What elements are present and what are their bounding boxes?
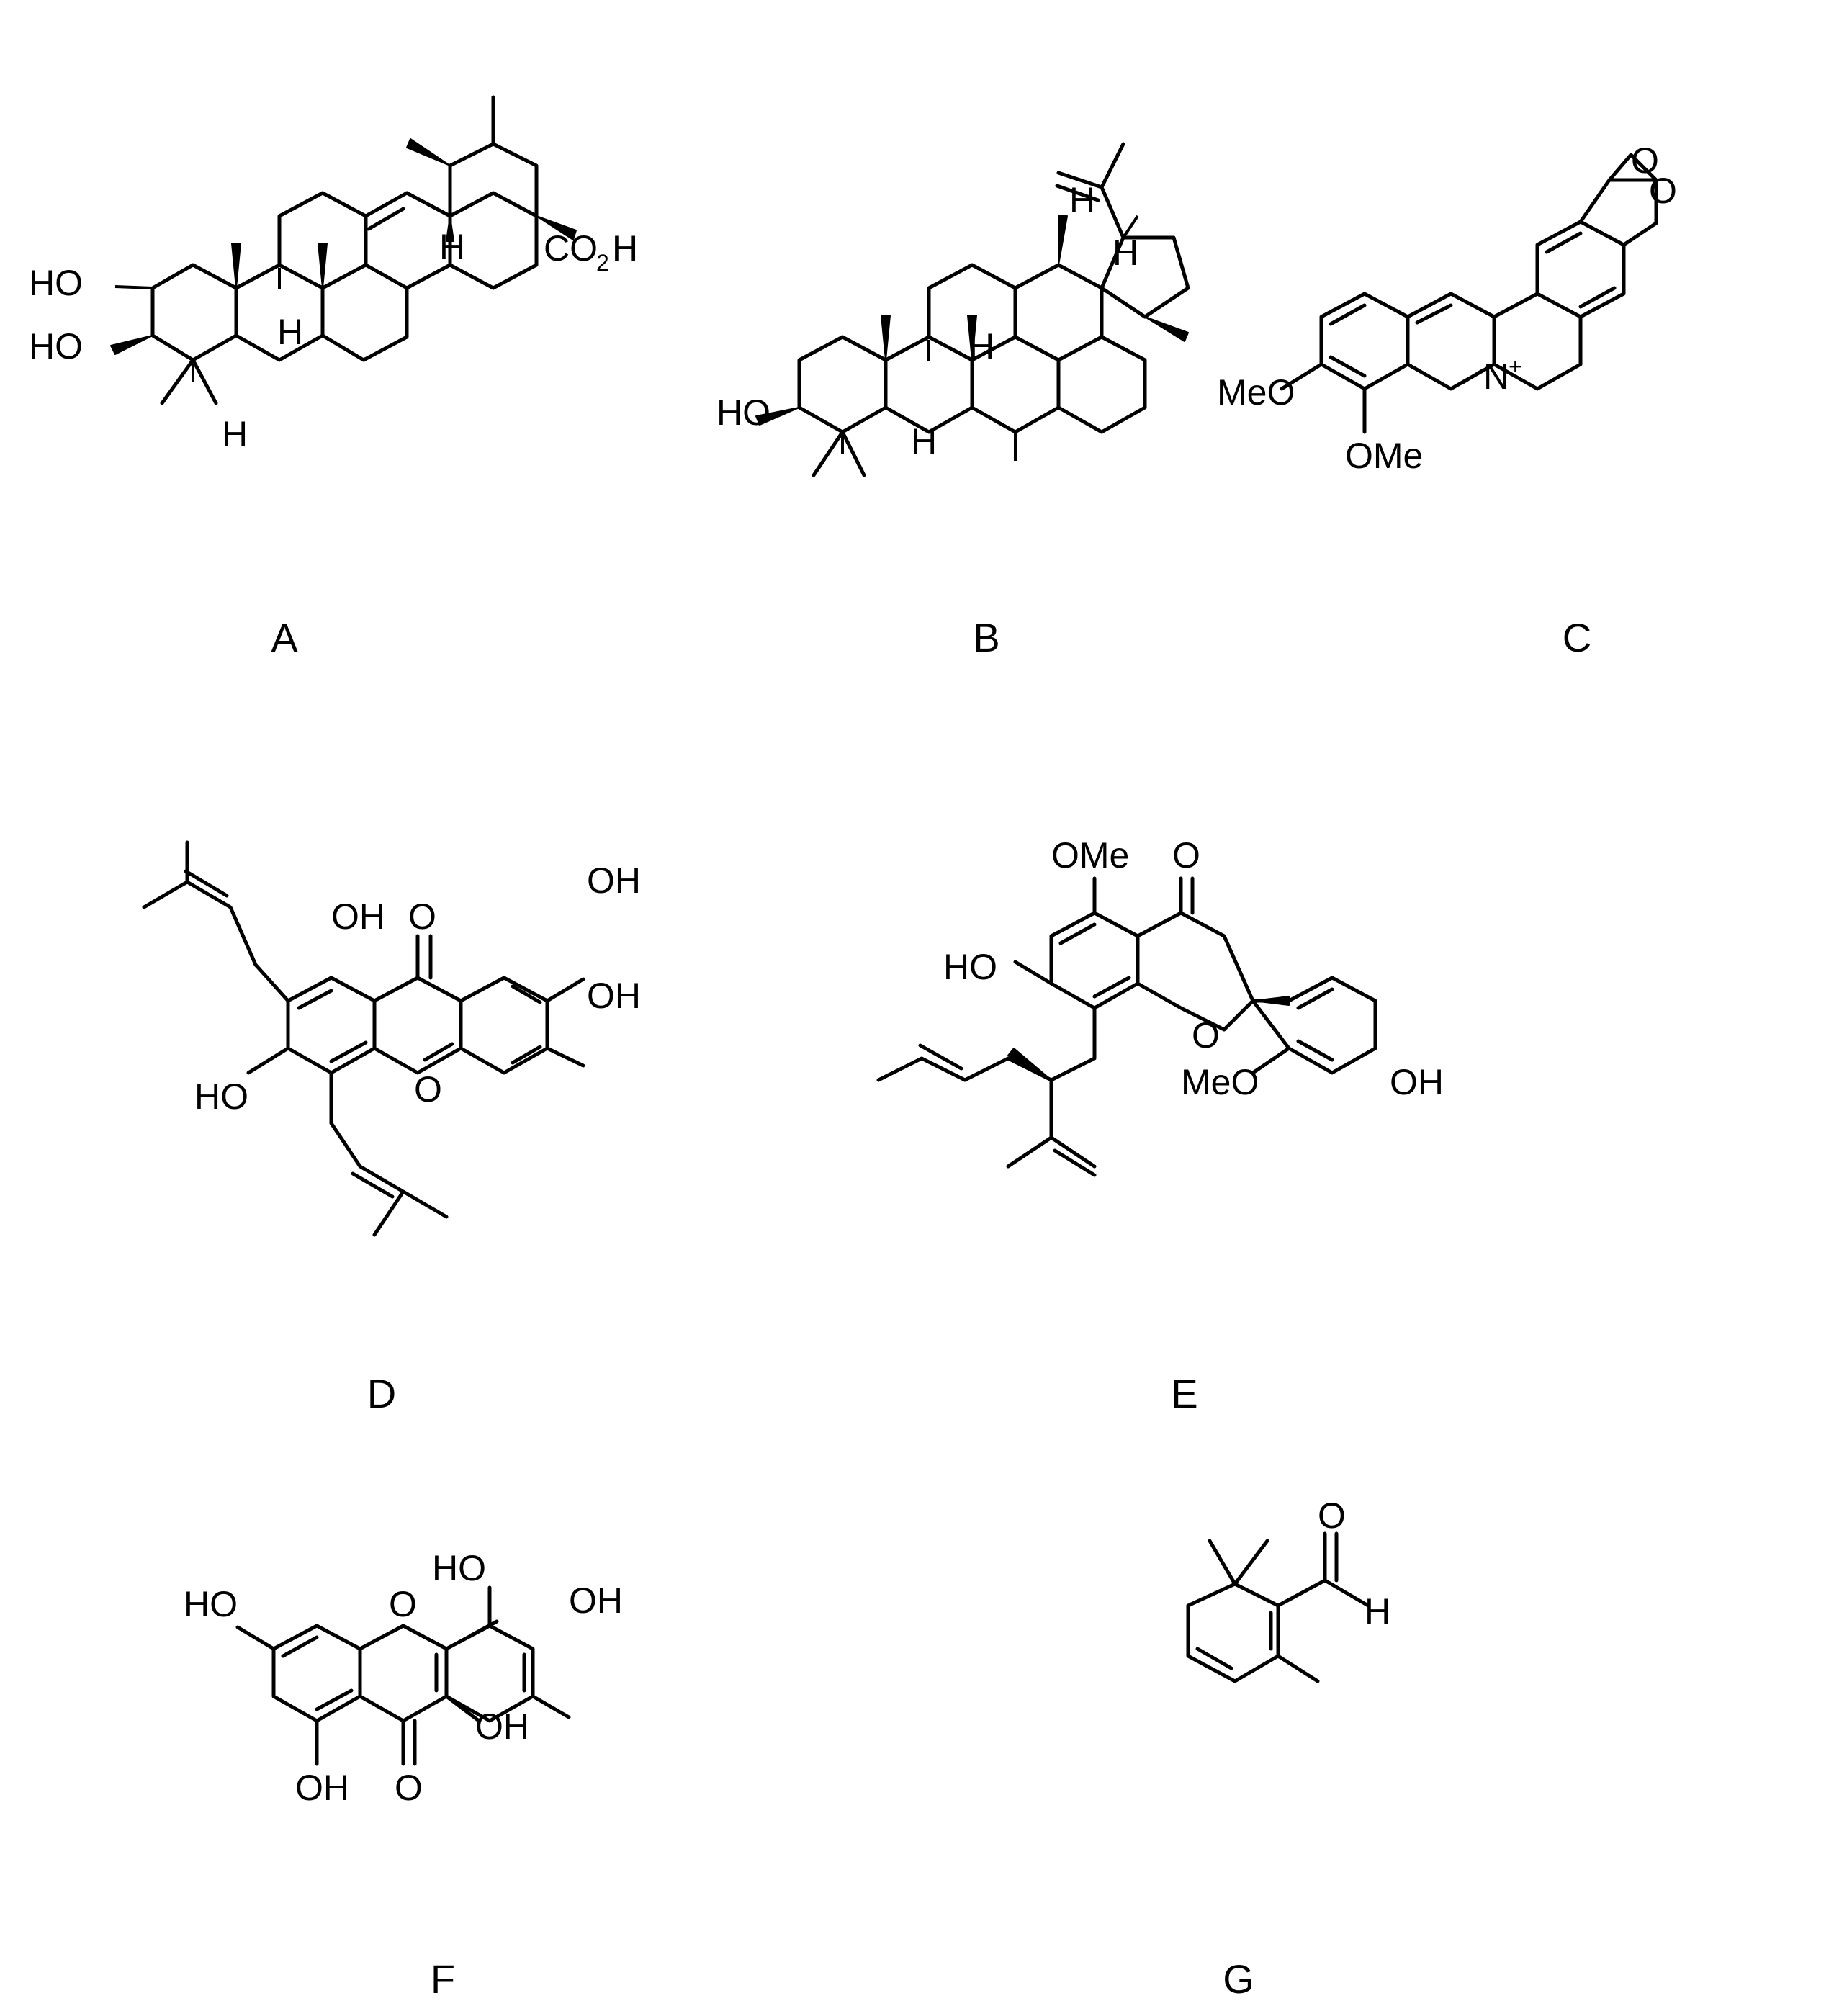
atom-label: OMe (1345, 436, 1423, 476)
atom-label: O (1318, 1495, 1346, 1536)
atom-label: O (389, 1584, 417, 1624)
structure-b-stereo (755, 215, 1189, 461)
atom-label: OH (587, 976, 641, 1016)
atom-label: O (1192, 1015, 1220, 1056)
panel-label-a: A (271, 615, 298, 660)
structure-c-bonds (1280, 153, 1658, 434)
structure-d-bonds (142, 840, 585, 1237)
panel-label-g: G (1223, 1956, 1254, 2002)
atom-label: H (968, 326, 994, 366)
panel-label-d: D (367, 1371, 396, 1416)
atom-label: HO (184, 1584, 238, 1624)
atom-label-charge: + (1509, 354, 1522, 379)
structure-b-bonds (797, 142, 1190, 477)
atom-label: O (408, 896, 436, 937)
atom-label: H (277, 312, 303, 352)
atom-label: CO (544, 228, 598, 269)
atom-label: OH (587, 860, 641, 901)
structure-b: HO H H H H B (716, 142, 1190, 660)
structure-e-stereo (1007, 996, 1290, 1081)
atom-label: O (414, 1069, 442, 1110)
structure-e: OMe O HO O MeO OH E (876, 835, 1444, 1416)
atom-label: H (1112, 233, 1138, 273)
atom-label: HO (943, 947, 997, 987)
structure-a-stereo (110, 138, 577, 382)
atom-label: HO (194, 1076, 248, 1117)
atom-label: OMe (1051, 835, 1129, 876)
atom-label: OH (569, 1580, 623, 1621)
atom-label: H (612, 228, 638, 269)
atom-label: H (1069, 180, 1095, 220)
atom-label: HO (716, 392, 770, 433)
structure-g-bonds (1186, 1531, 1370, 1683)
atom-label: H (911, 421, 937, 462)
structure-a-bonds (150, 95, 539, 405)
atom-label: OH (1390, 1062, 1444, 1102)
atom-label: HO (432, 1548, 486, 1588)
atom-label: H (439, 227, 465, 267)
structure-g: O H G (1186, 1495, 1390, 2002)
atom-label: OH (295, 1768, 349, 1808)
structure-a: HO HO H H H CO 2 H A (29, 95, 638, 660)
atom-label: H (222, 414, 248, 454)
atom-label: O (1172, 835, 1200, 876)
panel-label-c: C (1563, 615, 1591, 660)
atom-label: O (395, 1768, 423, 1808)
structure-f-bonds (235, 1585, 571, 1766)
atom-label: N (1483, 356, 1509, 397)
structure-d: OH O OH OH HO O D (142, 840, 641, 1416)
panel-label-b: B (973, 615, 999, 660)
atom-label-subscript: 2 (596, 250, 609, 276)
structure-c: MeO OMe N + O O C (1217, 140, 1677, 660)
atom-label: HO (29, 326, 83, 366)
atom-label: OH (331, 896, 385, 937)
structure-f: HO OH HO O OH OH O F (184, 1548, 623, 2002)
atom-label: O (1649, 171, 1677, 211)
atom-label: HO (29, 263, 83, 303)
atom-label: H (1365, 1591, 1390, 1632)
atom-label: O (1631, 140, 1659, 181)
panel-label-f: F (431, 1956, 455, 2002)
atom-label: OH (475, 1706, 529, 1747)
structure-e-bonds (876, 876, 1377, 1177)
atom-label: MeO (1181, 1062, 1259, 1102)
panel-label-e: E (1171, 1371, 1197, 1416)
atom-label: MeO (1217, 372, 1295, 413)
